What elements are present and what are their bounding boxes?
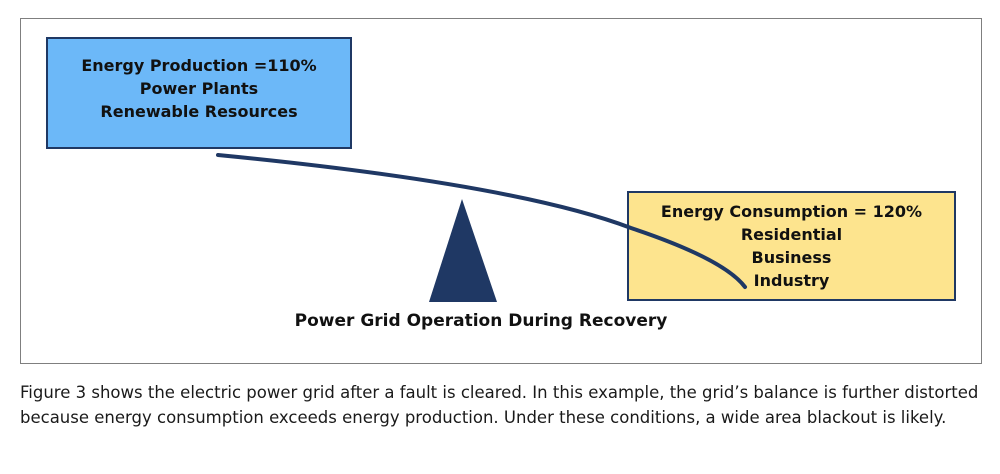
- fulcrum-triangle: [429, 199, 497, 302]
- consumption-heading: Energy Consumption = 120%: [660, 202, 923, 221]
- energy-production-box: Energy Production =110% Power Plants Ren…: [46, 37, 352, 149]
- tilted-balance-beam: [216, 153, 747, 289]
- production-source-power-plants: Power Plants: [139, 78, 259, 98]
- production-source-renewables: Renewable Resources: [100, 101, 298, 121]
- figure-caption: Figure 3 shows the electric power grid a…: [20, 383, 979, 427]
- diagram-frame: Energy Production =110% Power Plants Ren…: [20, 18, 982, 364]
- balance-scale-graphic: [216, 153, 747, 302]
- consumption-sector-residential: Residential: [740, 225, 843, 244]
- production-heading: Energy Production =110%: [81, 55, 317, 75]
- consumption-sector-industry: Industry: [753, 271, 830, 290]
- consumption-sector-business: Business: [751, 248, 832, 267]
- diagram-title: Power Grid Operation During Recovery: [294, 311, 668, 331]
